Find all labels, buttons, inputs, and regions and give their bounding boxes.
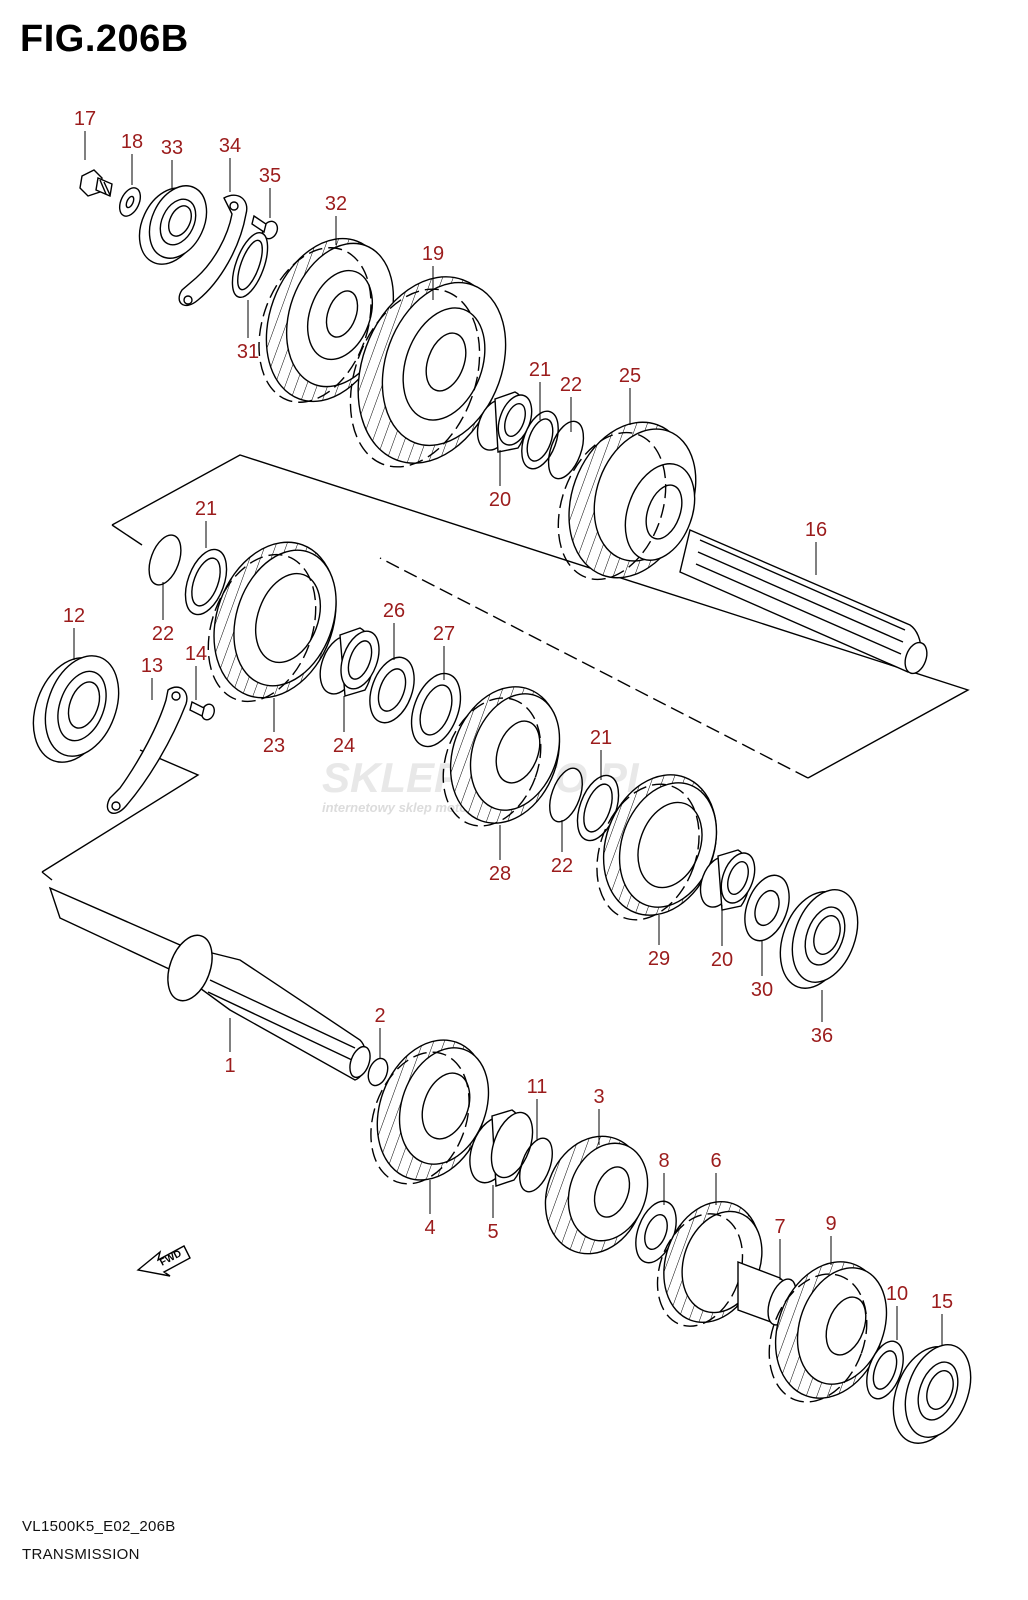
callout-2[interactable]: 2 [374,1005,385,1027]
callout-16[interactable]: 16 [805,519,827,541]
callout-4[interactable]: 4 [424,1217,435,1239]
part-30-washer[interactable] [737,869,798,947]
part-22-circlip-mid-left[interactable] [143,531,187,589]
callout-19[interactable]: 19 [422,243,444,265]
callout-18[interactable]: 18 [121,131,143,153]
callout-30[interactable]: 30 [751,979,773,1001]
callout-33[interactable]: 33 [161,137,183,159]
callout-17[interactable]: 17 [74,108,96,130]
part-19-gear[interactable] [327,257,527,485]
part-33-bearing[interactable] [128,177,218,275]
callout-23[interactable]: 23 [263,735,285,757]
part-21-washer-mid-right[interactable] [569,770,626,846]
part-11-circlip[interactable] [513,1134,558,1196]
callout-12[interactable]: 12 [63,605,85,627]
part-22-circlip-top[interactable] [542,417,591,484]
callout-32[interactable]: 32 [325,193,347,215]
part-20-bushing-mid[interactable] [694,848,761,911]
callout-28[interactable]: 28 [489,863,511,885]
callout-25[interactable]: 25 [619,365,641,387]
callout-5[interactable]: 5 [487,1221,498,1243]
callout-27[interactable]: 27 [433,623,455,645]
part-22-circlip-mid-right[interactable] [543,764,588,826]
fwd-direction-arrow: FWD [136,1245,191,1277]
model-code: VL1500K5_E02_206B [22,1518,176,1535]
part-34-bearing-retainer[interactable] [178,194,248,306]
callout-31[interactable]: 31 [237,341,259,363]
callout-1[interactable]: 1 [224,1055,235,1077]
part-15-bearing[interactable] [881,1336,983,1453]
part-3-gear[interactable] [529,1122,660,1268]
callout-10[interactable]: 10 [886,1283,908,1305]
callout-34[interactable]: 34 [219,135,241,157]
callout-13[interactable]: 13 [141,655,163,677]
callout-20a[interactable]: 20 [489,489,511,511]
callout-21a[interactable]: 21 [529,359,551,381]
part-2-circlip[interactable] [365,1056,391,1088]
callout-36[interactable]: 36 [811,1025,833,1047]
callout-24[interactable]: 24 [333,735,355,757]
callout-29[interactable]: 29 [648,948,670,970]
callout-26[interactable]: 26 [383,600,405,622]
part-21-washer-mid-left[interactable] [177,544,234,620]
part-31-washer[interactable] [225,228,275,301]
part-9-gear[interactable] [752,1246,903,1415]
part-17-bolt[interactable] [79,169,113,197]
callout-14[interactable]: 14 [185,643,207,665]
callout-22c[interactable]: 22 [551,855,573,877]
callout-22a[interactable]: 22 [560,374,582,396]
part-10-washer[interactable] [860,1336,911,1403]
part-13-bearing-retainer[interactable] [106,686,188,815]
part-14-screw[interactable] [189,700,216,722]
part-18-washer[interactable] [116,185,145,220]
part-27-lock-washer[interactable] [402,667,469,753]
callout-15[interactable]: 15 [931,1291,953,1313]
callout-9[interactable]: 9 [825,1213,836,1235]
part-25-gear[interactable] [539,405,713,595]
part-29-gear[interactable] [579,759,735,934]
part-1-input-shaft[interactable] [48,886,374,1081]
callout-22b[interactable]: 22 [152,623,174,645]
part-24-bushing[interactable] [313,626,386,699]
part-16-countershaft[interactable] [679,529,931,676]
callout-6[interactable]: 6 [710,1150,721,1172]
part-28-gear[interactable] [426,671,578,839]
part-4-gear[interactable] [354,1025,506,1198]
callout-11[interactable]: 11 [527,1076,548,1098]
callout-8[interactable]: 8 [658,1150,669,1172]
part-20-bushing-top[interactable] [471,390,538,454]
callout-20b[interactable]: 20 [711,949,733,971]
part-12-bearing[interactable] [20,646,132,774]
callout-21b[interactable]: 21 [195,498,217,520]
callout-3[interactable]: 3 [593,1086,604,1108]
part-23-gear[interactable] [189,525,357,717]
callout-7[interactable]: 7 [774,1216,785,1238]
section-name: TRANSMISSION [22,1546,140,1563]
callout-35[interactable]: 35 [259,165,281,187]
part-36-bearing[interactable] [768,881,870,998]
figure-title: FIG.206B [20,18,189,60]
part-35-screw[interactable] [251,214,280,241]
part-26-lock-washer[interactable] [362,651,423,729]
callout-21c[interactable]: 21 [590,727,612,749]
